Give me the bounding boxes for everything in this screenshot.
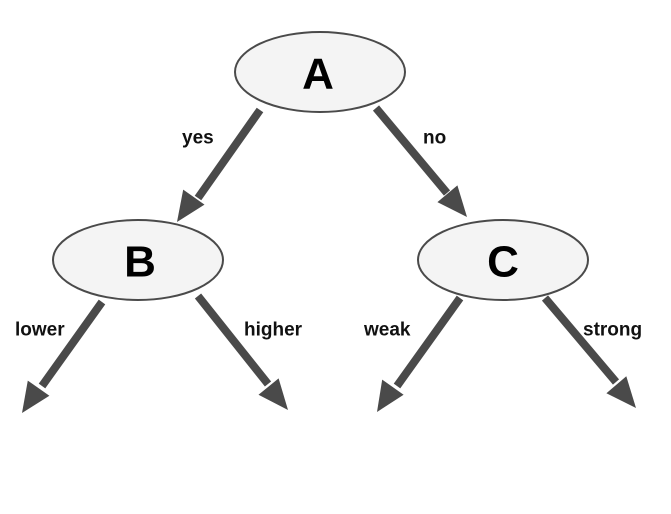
- edge-label-yes: yes: [182, 128, 214, 149]
- node-b-label: B: [124, 238, 156, 287]
- edge-c-to-weak-shaft: [393, 295, 464, 389]
- edge-b-to-lower-arrowhead: [22, 380, 50, 413]
- edge-b-to-higher-arrowhead: [258, 378, 288, 410]
- node-b-ellipse: [52, 219, 224, 301]
- edge-label-higher: higher: [244, 320, 303, 341]
- edge-a-to-b-arrowhead: [177, 189, 205, 222]
- edge-label-weak: weak: [363, 320, 411, 341]
- node-a-label: A: [302, 50, 334, 99]
- edge-label-lower: lower: [15, 320, 65, 341]
- edge-b-to-lower: [22, 299, 106, 413]
- edge-c-to-strong-shaft: [541, 295, 620, 385]
- node-a-ellipse: [234, 31, 406, 113]
- edge-a-to-c: [372, 105, 467, 217]
- node-c-ellipse: [417, 219, 589, 301]
- edge-c-to-weak: [377, 295, 464, 412]
- edge-c-to-weak-arrowhead: [377, 379, 404, 412]
- edge-c-to-strong: [541, 295, 636, 408]
- edge-b-to-higher-shaft: [194, 293, 272, 387]
- edge-b-to-higher: [194, 293, 288, 410]
- edge-label-strong: strong: [583, 320, 642, 341]
- edge-c-to-strong-arrowhead: [606, 376, 636, 408]
- node-a: A: [234, 31, 406, 113]
- edge-a-to-b: [177, 107, 264, 222]
- node-b: B: [52, 219, 224, 301]
- edge-a-to-b-shaft: [194, 107, 264, 201]
- edge-a-to-c-arrowhead: [437, 185, 467, 217]
- node-c-label: C: [487, 238, 519, 287]
- edge-b-to-lower-shaft: [38, 299, 106, 389]
- node-c: C: [417, 219, 589, 301]
- edge-label-no: no: [423, 128, 446, 149]
- edge-a-to-c-shaft: [372, 105, 451, 196]
